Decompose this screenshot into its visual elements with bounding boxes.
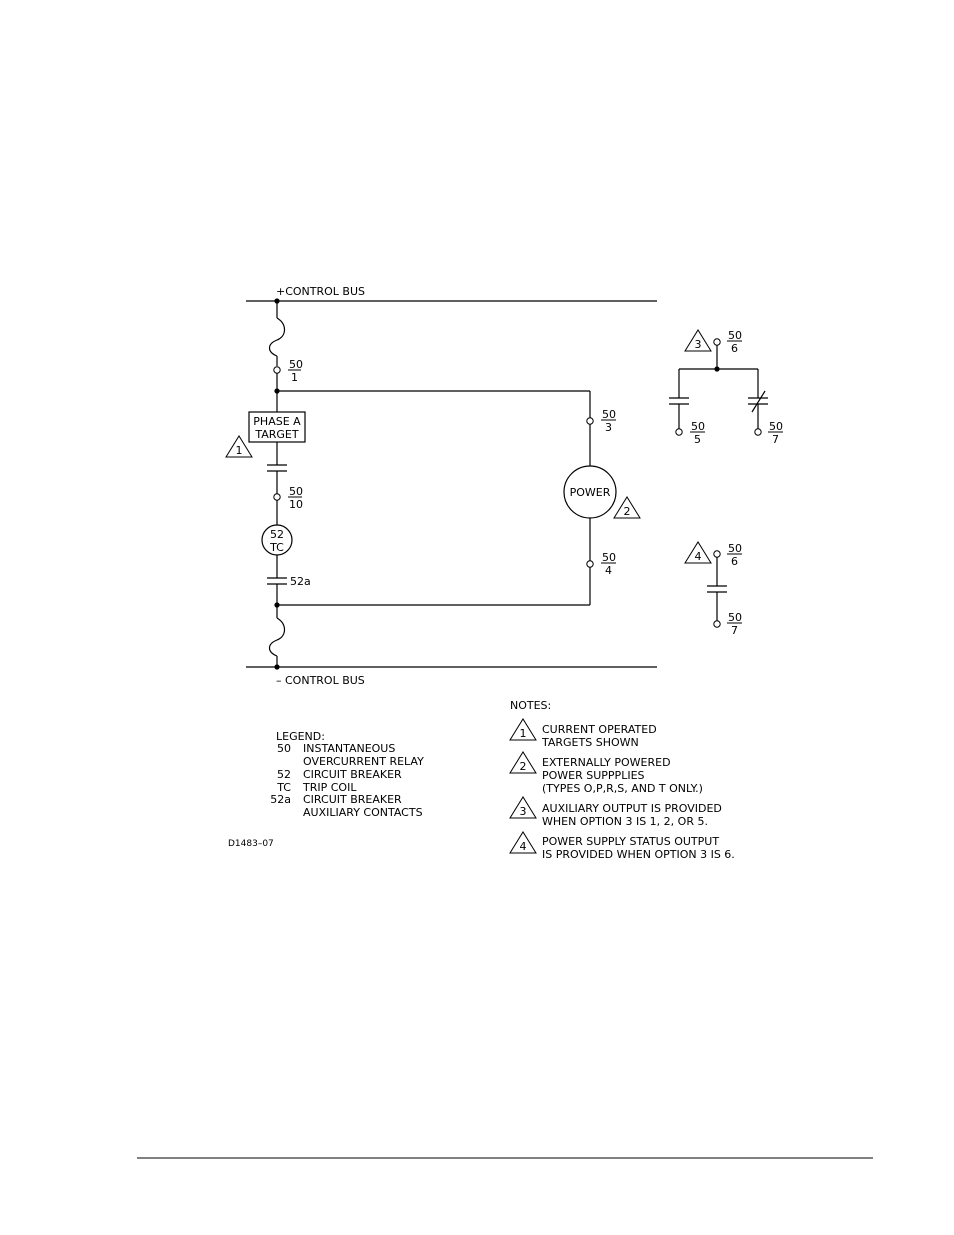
note-text: (TYPES O,P,R,S, AND T ONLY.): [542, 782, 703, 795]
terminal-50-1-bottom: 1: [291, 371, 298, 384]
legend-code: 52a: [270, 793, 291, 806]
terminal-50-1-top: 50: [289, 358, 303, 371]
phase-a-target-line2: TARGET: [254, 428, 299, 441]
legend-text: OVERCURRENT RELAY: [303, 755, 424, 768]
note-3: 3 AUXILIARY OUTPUT IS PROVIDED WHEN OPTI…: [509, 796, 722, 828]
note-text: POWER SUPPPLIES: [542, 769, 645, 782]
svg-text:3: 3: [695, 338, 702, 351]
trip-coil-line1: 52: [270, 528, 284, 541]
fuse-bottom: [268, 617, 286, 657]
junction-dot: [274, 664, 280, 670]
terminal-50-5: [675, 428, 683, 436]
trip-coil-line2: TC: [269, 541, 284, 554]
terminal-50-7-status: [713, 620, 721, 628]
svg-text:4: 4: [520, 840, 527, 853]
terminal-50-7-aux: [754, 428, 762, 436]
negative-bus-label: – CONTROL BUS: [276, 674, 365, 687]
terminal-50-3-bottom: 3: [605, 421, 612, 434]
legend-text: AUXILIARY CONTACTS: [303, 806, 423, 819]
notes: NOTES: 1 CURRENT OPERATED TARGETS SHOWN …: [509, 699, 735, 861]
note-text: IS PROVIDED WHEN OPTION 3 IS 6.: [542, 848, 735, 861]
legend-title: LEGEND:: [276, 730, 325, 743]
terminal-50-5-top: 50: [691, 420, 705, 433]
legend-text: TRIP COIL: [302, 781, 357, 794]
terminal-50-7-aux-bottom: 7: [772, 433, 779, 446]
legend-code: 52: [277, 768, 291, 781]
legend-text: INSTANTANEOUS: [303, 742, 395, 755]
note-1: 1 CURRENT OPERATED TARGETS SHOWN: [509, 718, 657, 749]
terminal-50-6-aux-bottom: 6: [731, 342, 738, 355]
svg-text:1: 1: [236, 444, 243, 457]
legend-code: 50: [277, 742, 291, 755]
terminal-50-7-status-top: 50: [728, 611, 742, 624]
svg-text:1: 1: [520, 727, 527, 740]
phase-a-target-line1: PHASE A: [253, 415, 301, 428]
fuse-top: [268, 317, 286, 357]
legend: LEGEND: 50 INSTANTANEOUS OVERCURRENT REL…: [270, 730, 424, 819]
note-text: POWER SUPPLY STATUS OUTPUT: [542, 835, 719, 848]
note-text: TARGETS SHOWN: [541, 736, 639, 749]
terminal-50-6-status: [713, 550, 721, 558]
note-text: EXTERNALLY POWERED: [542, 756, 671, 769]
power-supply-label: POWER: [570, 486, 611, 499]
terminal-50-6-status-top: 50: [728, 542, 742, 555]
terminal-50-10-top: 50: [289, 485, 303, 498]
terminal-50-10-bottom: 10: [289, 498, 303, 511]
note-1-marker: 1: [225, 435, 253, 458]
legend-code: TC: [276, 781, 291, 794]
svg-text:2: 2: [520, 760, 527, 773]
terminal-50-6-aux: [713, 338, 721, 346]
terminal-50-7-status-bottom: 7: [731, 624, 738, 637]
legend-text: CIRCUIT BREAKER: [303, 768, 402, 781]
note-text: CURRENT OPERATED: [542, 723, 657, 736]
notes-title: NOTES:: [510, 699, 551, 712]
terminal-50-4: [586, 560, 594, 568]
terminal-50-4-top: 50: [602, 551, 616, 564]
terminal-50-6-status-bottom: 6: [731, 555, 738, 568]
terminal-50-6-aux-top: 50: [728, 329, 742, 342]
note-4: 4 POWER SUPPLY STATUS OUTPUT IS PROVIDED…: [509, 831, 735, 861]
terminal-50-3-top: 50: [602, 408, 616, 421]
terminal-50-1: [273, 366, 281, 374]
note-text: AUXILIARY OUTPUT IS PROVIDED: [542, 802, 722, 815]
contact-52a-label: 52a: [290, 575, 311, 588]
positive-bus-label: +CONTROL BUS: [276, 285, 365, 298]
note-text: WHEN OPTION 3 IS 1, 2, OR 5.: [542, 815, 708, 828]
svg-text:2: 2: [624, 505, 631, 518]
note-3-marker: 3: [684, 329, 712, 352]
terminal-50-4-bottom: 4: [605, 564, 612, 577]
terminal-50-10: [273, 493, 281, 501]
phase-a-target-box: [248, 411, 306, 443]
drawing-number: D1483–07: [228, 839, 274, 849]
svg-text:3: 3: [520, 805, 527, 818]
terminal-50-5-bottom: 5: [694, 433, 701, 446]
note-2-marker: 2: [613, 496, 641, 519]
terminal-50-3: [586, 417, 594, 425]
svg-text:4: 4: [695, 550, 702, 563]
legend-text: CIRCUIT BREAKER: [303, 793, 402, 806]
terminal-50-7-aux-top: 50: [769, 420, 783, 433]
note-2: 2 EXTERNALLY POWERED POWER SUPPPLIES (TY…: [509, 751, 703, 795]
note-4-marker: 4: [684, 541, 712, 564]
